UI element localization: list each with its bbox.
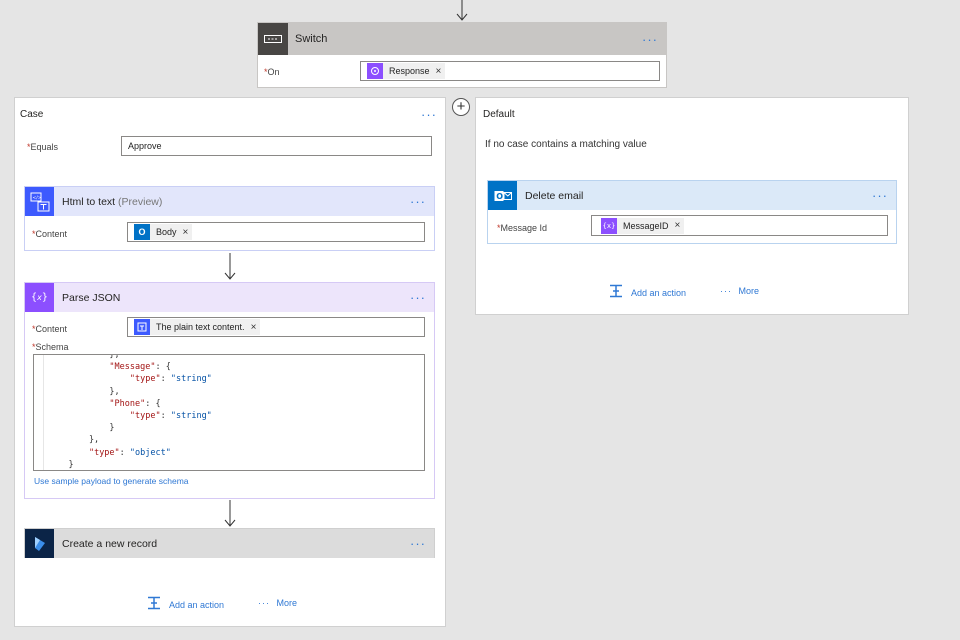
default-description: If no case contains a matching value (485, 139, 647, 150)
schema-line: } (48, 459, 212, 471)
html-to-text-token-icon (134, 319, 150, 335)
svg-text:O: O (496, 192, 503, 201)
delete-email-title: Delete email (525, 190, 583, 202)
schema-code: }, "Message": { "type": "string" }, "Pho… (48, 354, 212, 471)
schema-line: }, (48, 354, 212, 361)
create-record-title: Create a new record (62, 538, 157, 550)
create-record-menu-icon[interactable]: ··· (410, 537, 426, 550)
body-token[interactable]: O Body × (134, 224, 192, 240)
case-equals-label: *Equals (27, 142, 58, 152)
switch-menu-icon[interactable]: ··· (642, 33, 658, 46)
remove-messageid-token-icon[interactable]: × (675, 220, 681, 231)
schema-line: } (48, 422, 212, 434)
flow-arrow-top (456, 0, 468, 22)
create-record-header[interactable]: Create a new record ··· (25, 529, 434, 558)
html-to-text-icon: </> (25, 187, 54, 216)
schema-line: "type": "object" (48, 447, 212, 459)
schema-editor[interactable]: }, "Message": { "type": "string" }, "Pho… (33, 354, 425, 471)
html-content-label: *Content (32, 229, 67, 239)
add-action-icon (147, 596, 161, 613)
more-dots-icon-default: ··· (720, 286, 732, 296)
remove-response-token-icon[interactable]: × (436, 66, 442, 77)
response-token[interactable]: Response × (367, 63, 445, 79)
messageid-token-icon: {x} (601, 218, 617, 234)
html-to-text-card: </> Html to text (Preview) ··· *Content … (24, 186, 435, 251)
remove-plain-text-token-icon[interactable]: × (251, 322, 257, 333)
remove-body-token-icon[interactable]: × (183, 227, 189, 238)
case-equals-input[interactable]: Approve (121, 136, 432, 156)
schema-line: "Phone": { (48, 398, 212, 410)
parse-json-title: Parse JSON (62, 292, 120, 304)
case-add-action-button[interactable]: Add an action (147, 596, 224, 613)
message-id-label: *Message Id (497, 223, 547, 233)
switch-title: Switch (295, 33, 327, 45)
response-token-icon (367, 63, 383, 79)
schema-line: "Message": { (48, 361, 212, 373)
plain-text-token[interactable]: The plain text content. × (134, 319, 260, 335)
html-content-input[interactable]: O Body × (127, 222, 425, 242)
outlook-icon: O (488, 181, 517, 210)
delete-email-menu-icon[interactable]: ··· (872, 189, 888, 202)
switch-icon (258, 23, 288, 55)
case-menu-icon[interactable]: ··· (421, 108, 437, 121)
switch-card: Switch ··· *On Response × (257, 22, 667, 88)
schema-label: *Schema (32, 342, 69, 352)
flow-arrow-1 (224, 253, 236, 281)
svg-text:</>: </> (32, 195, 41, 201)
create-record-card[interactable]: Create a new record ··· (24, 528, 435, 558)
schema-line: "type": "string" (48, 373, 212, 385)
switch-on-input[interactable]: Response × (360, 61, 660, 81)
plus-icon: + (457, 99, 466, 114)
html-to-text-header[interactable]: </> Html to text (Preview) ··· (25, 187, 434, 216)
more-dots-icon: ··· (258, 598, 270, 608)
delete-email-card: O Delete email ··· *Message Id {x} Messa… (487, 180, 897, 244)
outlook-token-icon: O (134, 224, 150, 240)
default-title: Default (483, 109, 515, 120)
schema-line: "type": "string" (48, 410, 212, 422)
schema-line: }, (48, 434, 212, 446)
sample-payload-link[interactable]: Use sample payload to generate schema (34, 476, 189, 486)
default-add-action-button[interactable]: Add an action (609, 284, 686, 301)
case-more-button[interactable]: ··· More (258, 598, 297, 608)
parse-json-icon: {x} (25, 283, 54, 312)
add-case-button[interactable]: + (452, 98, 470, 116)
switch-on-label: *On (264, 67, 280, 77)
switch-header[interactable]: Switch ··· (258, 23, 666, 55)
case-title: Case (20, 109, 43, 120)
add-action-icon-default (609, 284, 623, 301)
parse-content-input[interactable]: The plain text content. × (127, 317, 425, 337)
parse-json-card: {x} Parse JSON ··· *Content The plain te… (24, 282, 435, 499)
flow-arrow-2 (224, 500, 236, 528)
parse-json-header[interactable]: {x} Parse JSON ··· (25, 283, 434, 312)
default-more-button[interactable]: ··· More (720, 286, 759, 296)
message-id-input[interactable]: {x} MessageID × (591, 215, 888, 236)
dynamics-icon (25, 529, 54, 558)
html-to-text-title: Html to text (Preview) (62, 196, 162, 208)
parse-content-label: *Content (32, 324, 67, 334)
html-to-text-menu-icon[interactable]: ··· (410, 195, 426, 208)
schema-line: }, (48, 386, 212, 398)
parse-json-menu-icon[interactable]: ··· (410, 291, 426, 304)
schema-gutter (34, 355, 44, 470)
messageid-token[interactable]: {x} MessageID × (601, 218, 684, 234)
delete-email-header[interactable]: O Delete email ··· (488, 181, 896, 210)
